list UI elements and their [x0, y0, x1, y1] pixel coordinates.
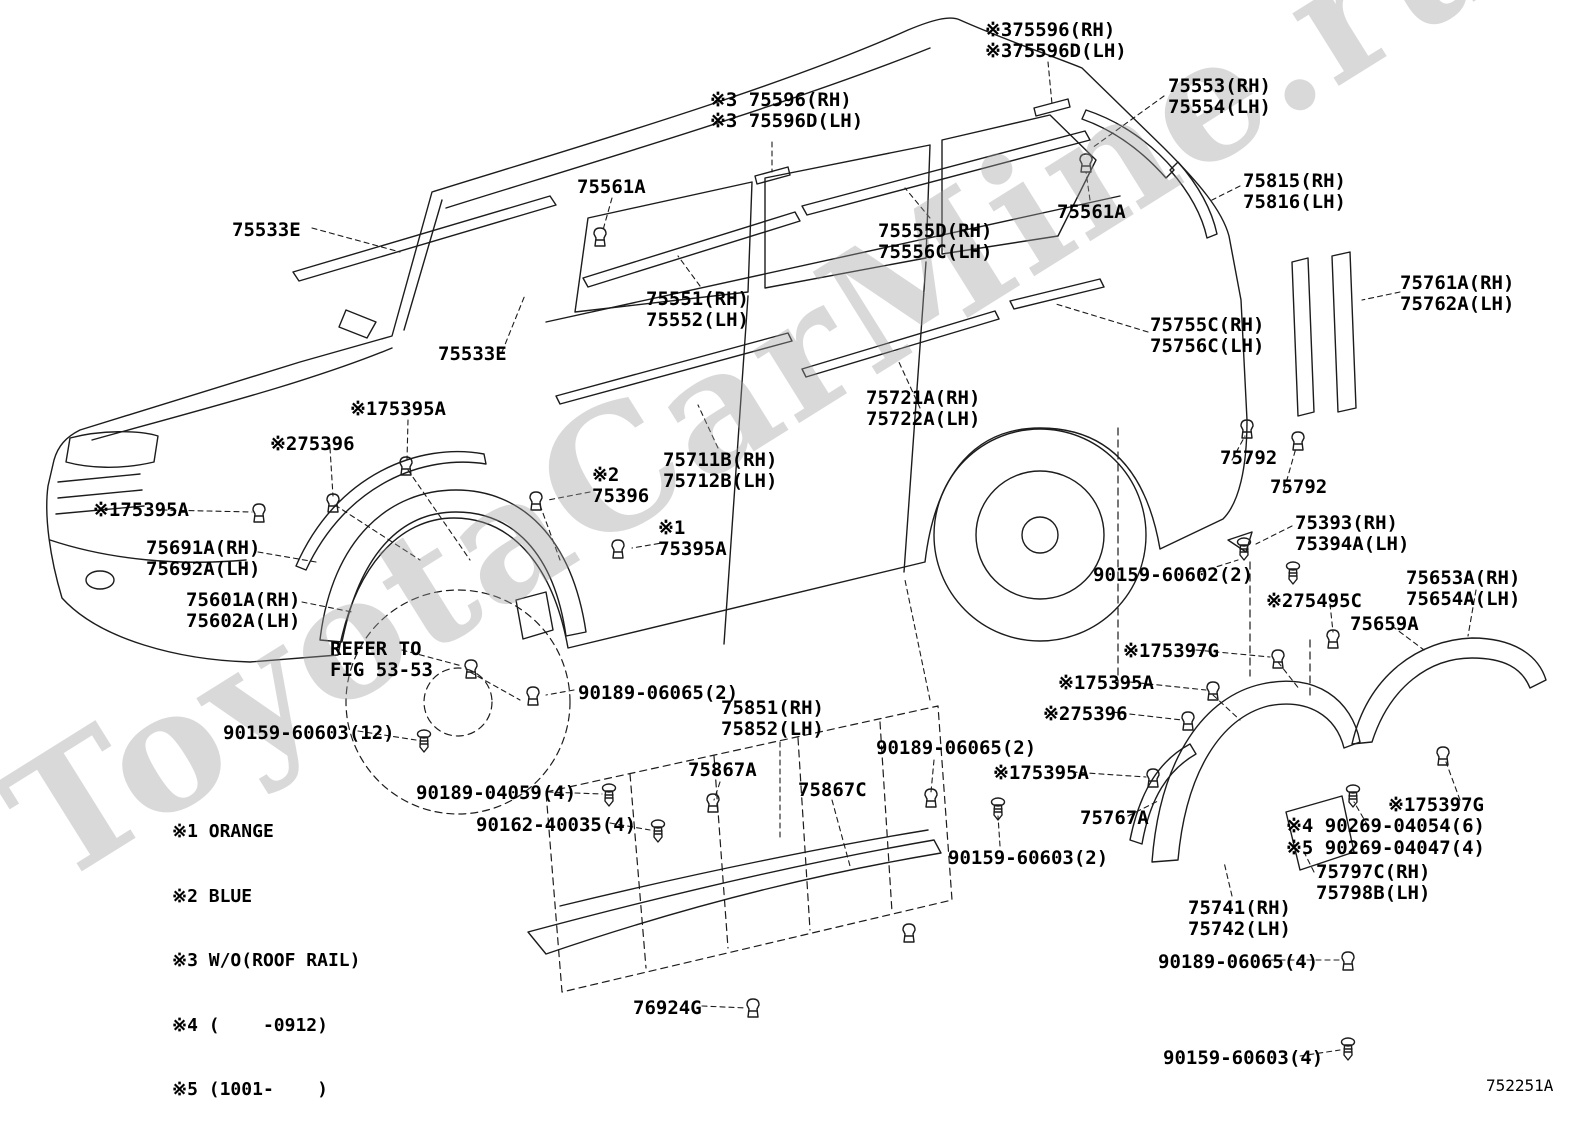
part-label-90159-60603-2: 90159-60603(2)	[948, 847, 1109, 869]
part-label-90159-60603-12: 90159-60603(12)	[223, 722, 395, 744]
part-label-75395a-1: ※175395A	[350, 398, 446, 420]
part-label-75561a-right: 75561A	[1057, 201, 1126, 223]
part-label-75767a: 75767A	[1080, 807, 1149, 829]
part-label-90159-60602: 90159-60602(2)	[1093, 564, 1254, 586]
front-mud-pad	[515, 591, 554, 640]
legend-item-4: ※4 ( -0912)	[172, 1014, 328, 1036]
diagram-id: 752251A	[1486, 1076, 1554, 1095]
part-label-75815: 75815(RH)75816(LH)	[1243, 170, 1346, 213]
front-wheel-dashed	[345, 589, 571, 815]
headlight	[65, 431, 159, 468]
front-fender-flare	[319, 489, 587, 643]
part-label-75711b: 75711B(RH)75712B(LH)	[663, 449, 778, 492]
part-label-75395a-4: ※175395A	[1058, 672, 1154, 694]
legend: ※1 ORANGE ※2 BLUE ※3 W/O(ROOF RAIL) ※4 (…	[172, 778, 360, 1144]
part-label-75601a: 75601A(RH)75602A(LH)	[186, 589, 301, 632]
legend-item-2: ※2 BLUE	[172, 885, 253, 907]
part-label-90159-60603-4: 90159-60603(4)	[1163, 1047, 1324, 1069]
roof-rail-plate	[754, 166, 791, 185]
legend-item-1: ※1 ORANGE	[172, 821, 274, 842]
roof-drip-moulding-rear	[801, 130, 1091, 216]
part-label-75495c: ※275495C	[1266, 590, 1362, 612]
roof-drip-moulding-front	[292, 195, 557, 282]
part-label-75761a: 75761A(RH)75762A(LH)	[1400, 272, 1515, 315]
parts-diagram-page: { "watermark": {"text": "ToyotaCarMine.r…	[0, 0, 1554, 1100]
part-label-75596-roof: ※375596(RH)※375596D(LH)	[985, 19, 1127, 62]
part-label-75533e-top: 75533E	[232, 219, 301, 241]
side-mirror	[338, 309, 377, 339]
legend-item-3: ※3 W/O(ROOF RAIL)	[172, 950, 361, 971]
roof-rail-plate-rear	[1033, 98, 1071, 117]
part-label-75741: 75741(RH)75742(LH)	[1188, 897, 1291, 940]
part-label-90162-40035: 90162-40035(4)	[476, 814, 637, 836]
rocker-moulding	[527, 839, 942, 955]
rocker-construction-box	[545, 705, 953, 993]
part-label-75851: 75851(RH)75852(LH)	[721, 697, 824, 740]
part-label-90189-06065-a: 90189-06065(2)	[578, 682, 739, 704]
parts-diagram: ToyotaCarMine.ru ※375596(RH)※375596D(LH)…	[0, 0, 1554, 1100]
front-door-belt-moulding	[555, 332, 793, 405]
part-label-90189-06065-c: 90189-06065(4)	[1158, 951, 1319, 973]
rear-wheel	[933, 428, 1147, 642]
part-label-75396-3: ※275396	[1043, 703, 1128, 725]
part-label-75396-1: ※275396	[270, 433, 355, 455]
rear-mudguard	[1285, 795, 1355, 871]
part-label-90269-04047: ※5 90269-04047(4)	[1286, 837, 1485, 859]
fastener-clips	[252, 153, 1450, 1018]
car-body-outline	[46, 17, 1248, 815]
exploded-mouldings	[292, 98, 1547, 993]
part-label-75397g-1: ※175397G	[1123, 640, 1219, 662]
part-label-75792-b: 75792	[1270, 476, 1328, 498]
roof-drip-moulding-center	[582, 211, 801, 288]
rear-pillar-moulding	[1169, 161, 1218, 239]
leader-lines	[161, 61, 1477, 1057]
part-label-75691a: 75691A(RH)75692A(LH)	[146, 537, 261, 580]
rear-door-belt-moulding	[801, 310, 1000, 378]
legend-item-5: ※5 (1001- )	[172, 1079, 328, 1100]
part-label-75755c: 75755C(RH)75756C(LH)	[1150, 314, 1265, 357]
part-label-75533e-mid: 75533E	[438, 343, 507, 365]
part-label-90269-04054: ※4 90269-04054(6)	[1286, 815, 1485, 837]
part-label-75395a-2: ※175395A	[93, 499, 189, 521]
part-label-75395a-5: ※175395A	[993, 762, 1089, 784]
part-label-75867a: 75867A	[688, 759, 757, 781]
vehicle-line-art	[46, 17, 1547, 1061]
part-label-75393: 75393(RH)75394A(LH)	[1295, 512, 1410, 555]
part-label-90189-04059: 90189-04059(4)	[416, 782, 577, 804]
rear-spoiler-garnish	[1081, 109, 1175, 179]
flare-extension-pad	[1129, 743, 1197, 845]
part-label-75397g-2: ※175397G	[1388, 794, 1484, 816]
rocker-moulding-edge	[559, 829, 929, 907]
quarter-belt-moulding	[1009, 278, 1105, 310]
part-label-75555d: 75555D(RH)75556C(LH)	[878, 220, 993, 263]
front-wheel-opening-moulding	[295, 450, 487, 571]
quarter-flare-moulding	[1351, 637, 1547, 745]
part-label-75797c: 75797C(RH)75798B(LH)	[1316, 861, 1431, 904]
part-label-76924g: 76924G	[633, 997, 702, 1019]
retainer-wedge	[1227, 531, 1253, 553]
part-label-90189-06065-b: 90189-06065(2)	[876, 737, 1037, 759]
rear-fender-flare	[1151, 680, 1361, 863]
part-label-75659a: 75659A	[1350, 613, 1419, 635]
part-label-75721a: 75721A(RH)75722A(LH)	[866, 387, 981, 430]
part-label-75553: 75553(RH)75554(LH)	[1168, 75, 1271, 118]
part-label-75867c: 75867C	[798, 779, 867, 801]
part-label-75561a-left: 75561A	[577, 176, 646, 198]
part-label-75551: 75551(RH)75552(LH)	[646, 288, 749, 331]
quarter-pillar-garnish-1	[1291, 257, 1315, 417]
quarter-pillar-garnish-2	[1331, 251, 1357, 413]
part-label-75653a: 75653A(RH)75654A(LH)	[1406, 567, 1521, 610]
part-label-75596-mid: ※3 75596(RH)※3 75596D(LH)	[710, 89, 864, 132]
part-label-75792-a: 75792	[1220, 447, 1278, 469]
